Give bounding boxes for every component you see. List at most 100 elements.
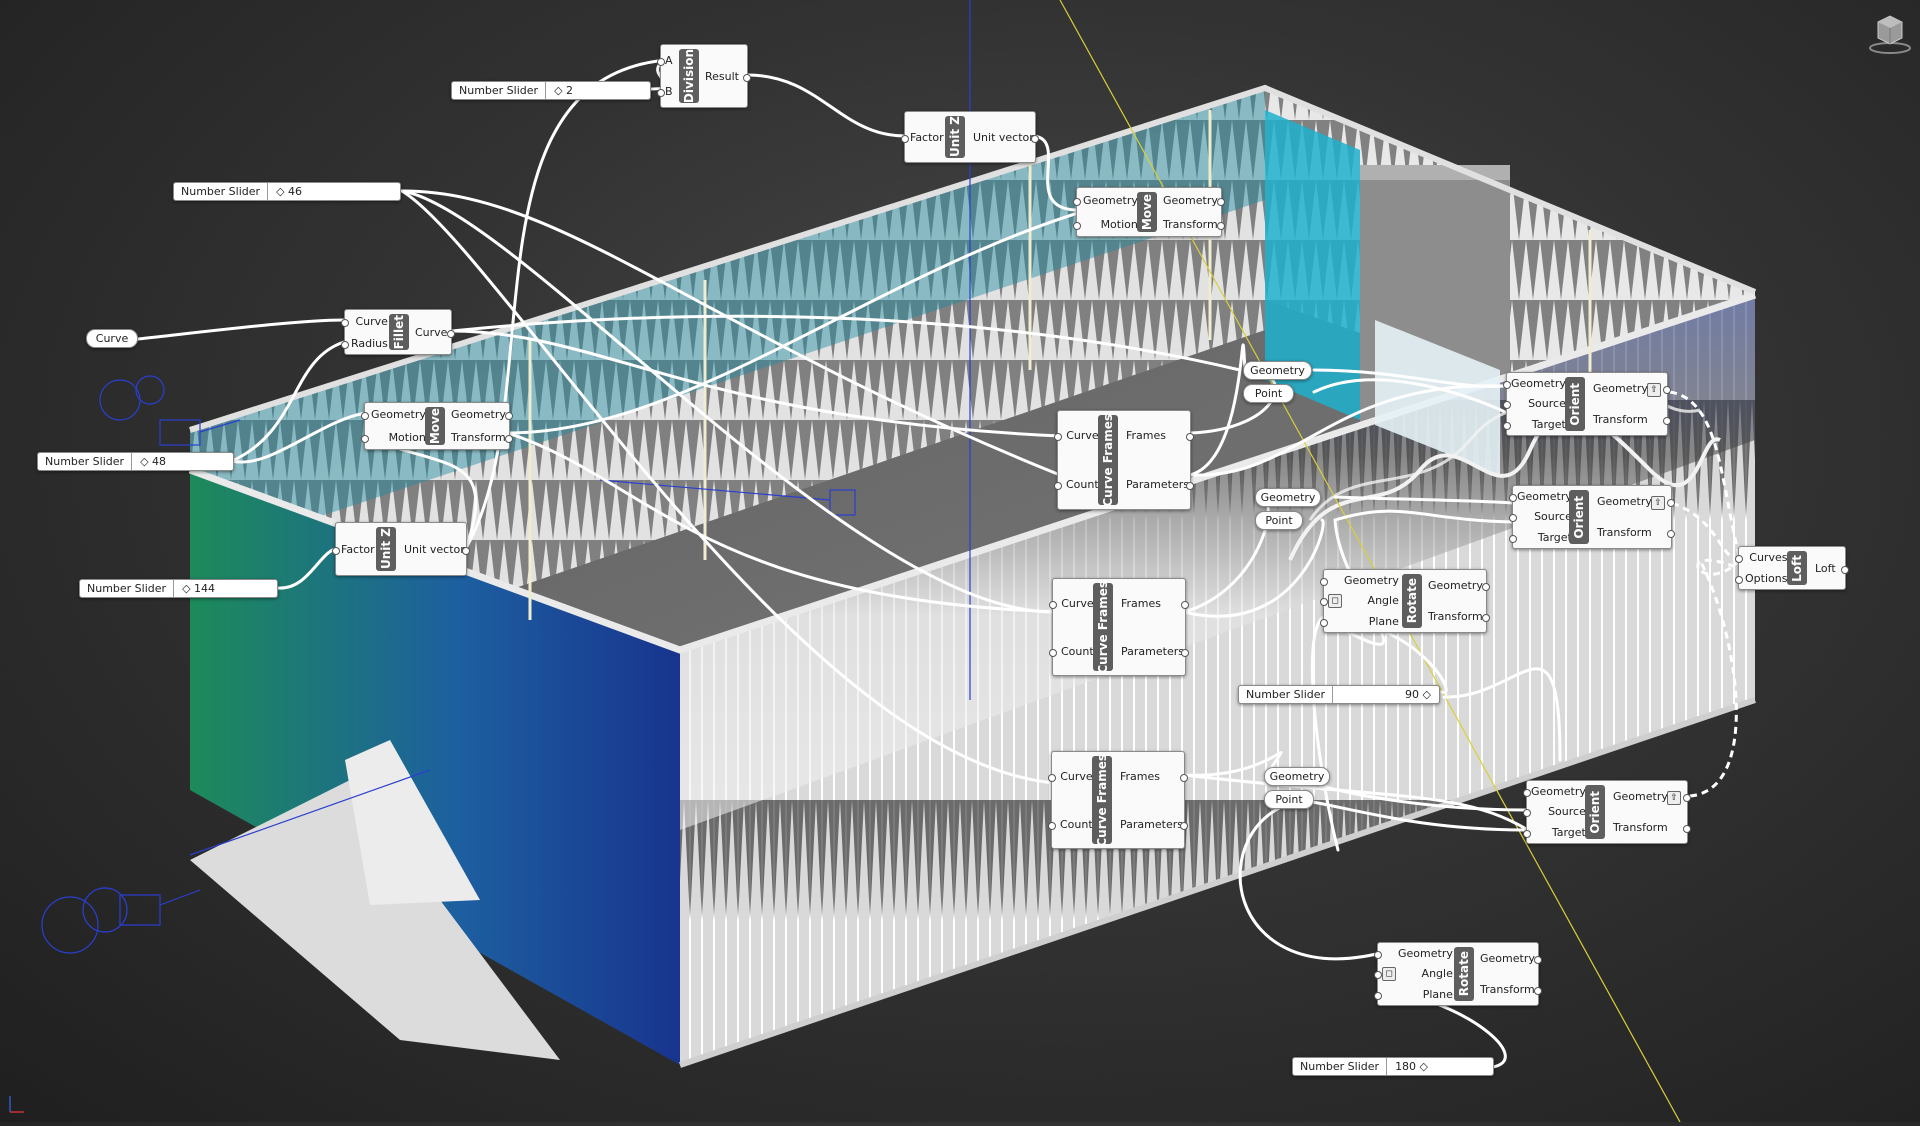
output-parameters[interactable]: Parameters <box>1120 817 1183 831</box>
output-grip[interactable] <box>1663 385 1671 394</box>
output-grip[interactable] <box>1683 824 1691 833</box>
input-grip[interactable] <box>1048 821 1056 830</box>
input-grip[interactable] <box>1049 600 1057 609</box>
output-grip[interactable] <box>1186 481 1194 490</box>
output-grip[interactable] <box>462 546 470 555</box>
input-geometry[interactable]: Geometry <box>1531 784 1586 798</box>
slider-value[interactable]: ◇ 2 <box>554 84 574 97</box>
output-grip[interactable] <box>447 329 455 338</box>
output-geometry[interactable]: Geometry <box>1428 579 1483 592</box>
output-geometry[interactable]: Geometry <box>451 408 506 421</box>
output-grip[interactable] <box>1667 498 1675 507</box>
input-grip[interactable] <box>1503 421 1511 430</box>
output-unit-vector[interactable]: Unit vector <box>973 130 1034 144</box>
number-slider-144[interactable]: Number Slider ◇ 144 <box>79 579 278 598</box>
input-grip[interactable] <box>341 340 349 349</box>
output-grip[interactable] <box>1841 565 1849 574</box>
input-angle[interactable]: Angle <box>1367 594 1399 608</box>
rotate-core[interactable]: Rotate <box>1402 574 1422 628</box>
input-grip[interactable] <box>341 318 349 327</box>
orient-core[interactable]: Orient <box>1569 490 1589 544</box>
input-grip[interactable] <box>901 134 909 143</box>
point-param-2[interactable]: Point <box>1255 511 1303 530</box>
point-param-3[interactable]: Point <box>1264 790 1314 809</box>
input-grip[interactable] <box>361 434 369 443</box>
curve-frames-core[interactable]: Curve Frames <box>1098 414 1118 506</box>
slider-value[interactable]: ◇ 46 <box>276 185 303 198</box>
geometry-param-1[interactable]: Geometry <box>1243 361 1312 380</box>
loft-core[interactable]: Loft <box>1787 551 1807 585</box>
output-parameters[interactable]: Parameters <box>1126 478 1189 491</box>
input-grip[interactable] <box>1320 618 1328 627</box>
output-grip[interactable] <box>1534 986 1542 995</box>
flip-icon[interactable]: ⇧ <box>1651 496 1665 510</box>
input-target[interactable]: Target <box>1537 531 1572 545</box>
input-b[interactable]: B <box>665 85 673 98</box>
output-grip[interactable] <box>1482 582 1490 591</box>
number-slider-90[interactable]: Number Slider 90 ◇ <box>1238 685 1440 704</box>
output-geometry[interactable]: Geometry <box>1480 952 1535 965</box>
input-target[interactable]: Target <box>1531 418 1566 432</box>
input-grip[interactable] <box>1054 432 1062 441</box>
division-core[interactable]: Division <box>679 49 699 103</box>
output-transform[interactable]: Transform <box>451 431 506 444</box>
output-grip[interactable] <box>1181 600 1189 609</box>
output-grip[interactable] <box>505 411 513 420</box>
input-count[interactable]: Count <box>1060 817 1093 831</box>
input-grip[interactable] <box>657 88 665 97</box>
input-a[interactable]: A <box>665 54 673 67</box>
output-grip[interactable] <box>1031 134 1039 143</box>
input-grip[interactable] <box>1523 808 1531 817</box>
move-core[interactable]: Move <box>1137 192 1157 232</box>
input-radius[interactable]: Radius <box>351 336 388 350</box>
flip-icon[interactable]: ⇧ <box>1667 791 1681 805</box>
output-transform[interactable]: Transform <box>1593 413 1648 426</box>
input-grip[interactable] <box>1735 554 1743 563</box>
view-cube-icon[interactable] <box>1868 10 1912 54</box>
output-grip[interactable] <box>1534 955 1542 964</box>
output-geometry[interactable]: Geometry <box>1163 193 1218 207</box>
number-slider-46[interactable]: Number Slider ◇ 46 <box>173 182 401 201</box>
move-core[interactable]: Move <box>425 407 445 445</box>
input-grip[interactable] <box>1374 970 1382 979</box>
output-unit-vector[interactable]: Unit vector <box>404 542 465 556</box>
input-grip[interactable] <box>1073 197 1081 206</box>
input-grip[interactable] <box>332 546 340 555</box>
output-curve[interactable]: Curve <box>415 325 448 339</box>
unit-z-core[interactable]: Unit Z <box>376 527 396 571</box>
output-frames[interactable]: Frames <box>1121 596 1162 610</box>
input-grip[interactable] <box>1054 481 1062 490</box>
number-slider-48[interactable]: Number Slider ◇ 48 <box>37 452 234 471</box>
output-grip[interactable] <box>1181 648 1189 657</box>
curve-frames-core[interactable]: Curve Frames <box>1092 754 1112 846</box>
input-curve[interactable]: Curve <box>355 314 388 328</box>
input-curve[interactable]: Curve <box>1066 429 1099 442</box>
slider-value[interactable]: ◇ 144 <box>182 582 216 595</box>
slider-value[interactable]: 180 ◇ <box>1395 1060 1429 1073</box>
output-grip[interactable] <box>1180 773 1188 782</box>
unit-z-component-left[interactable]: Factor Unit Z Unit vector <box>332 522 470 576</box>
geometry-param-3[interactable]: Geometry <box>1264 767 1330 786</box>
input-curve[interactable]: Curve <box>1061 596 1094 610</box>
rotate-core[interactable]: Rotate <box>1454 947 1474 1001</box>
orient-core[interactable]: Orient <box>1585 785 1605 839</box>
input-geometry[interactable]: Geometry <box>1083 193 1138 207</box>
output-transform[interactable]: Transform <box>1597 526 1652 539</box>
input-count[interactable]: Count <box>1061 644 1094 658</box>
input-grip[interactable] <box>1523 788 1531 797</box>
plane-icon[interactable]: ◻ <box>1328 594 1342 608</box>
output-transform[interactable]: Transform <box>1428 610 1483 623</box>
input-factor[interactable]: Factor <box>910 130 944 144</box>
unit-z-core[interactable]: Unit Z <box>945 116 965 158</box>
orient-core[interactable]: Orient <box>1565 377 1585 431</box>
output-grip[interactable] <box>1186 432 1194 441</box>
output-transform[interactable]: Transform <box>1163 217 1218 231</box>
input-geometry[interactable]: Geometry <box>371 408 426 421</box>
output-grip[interactable] <box>1217 221 1225 230</box>
